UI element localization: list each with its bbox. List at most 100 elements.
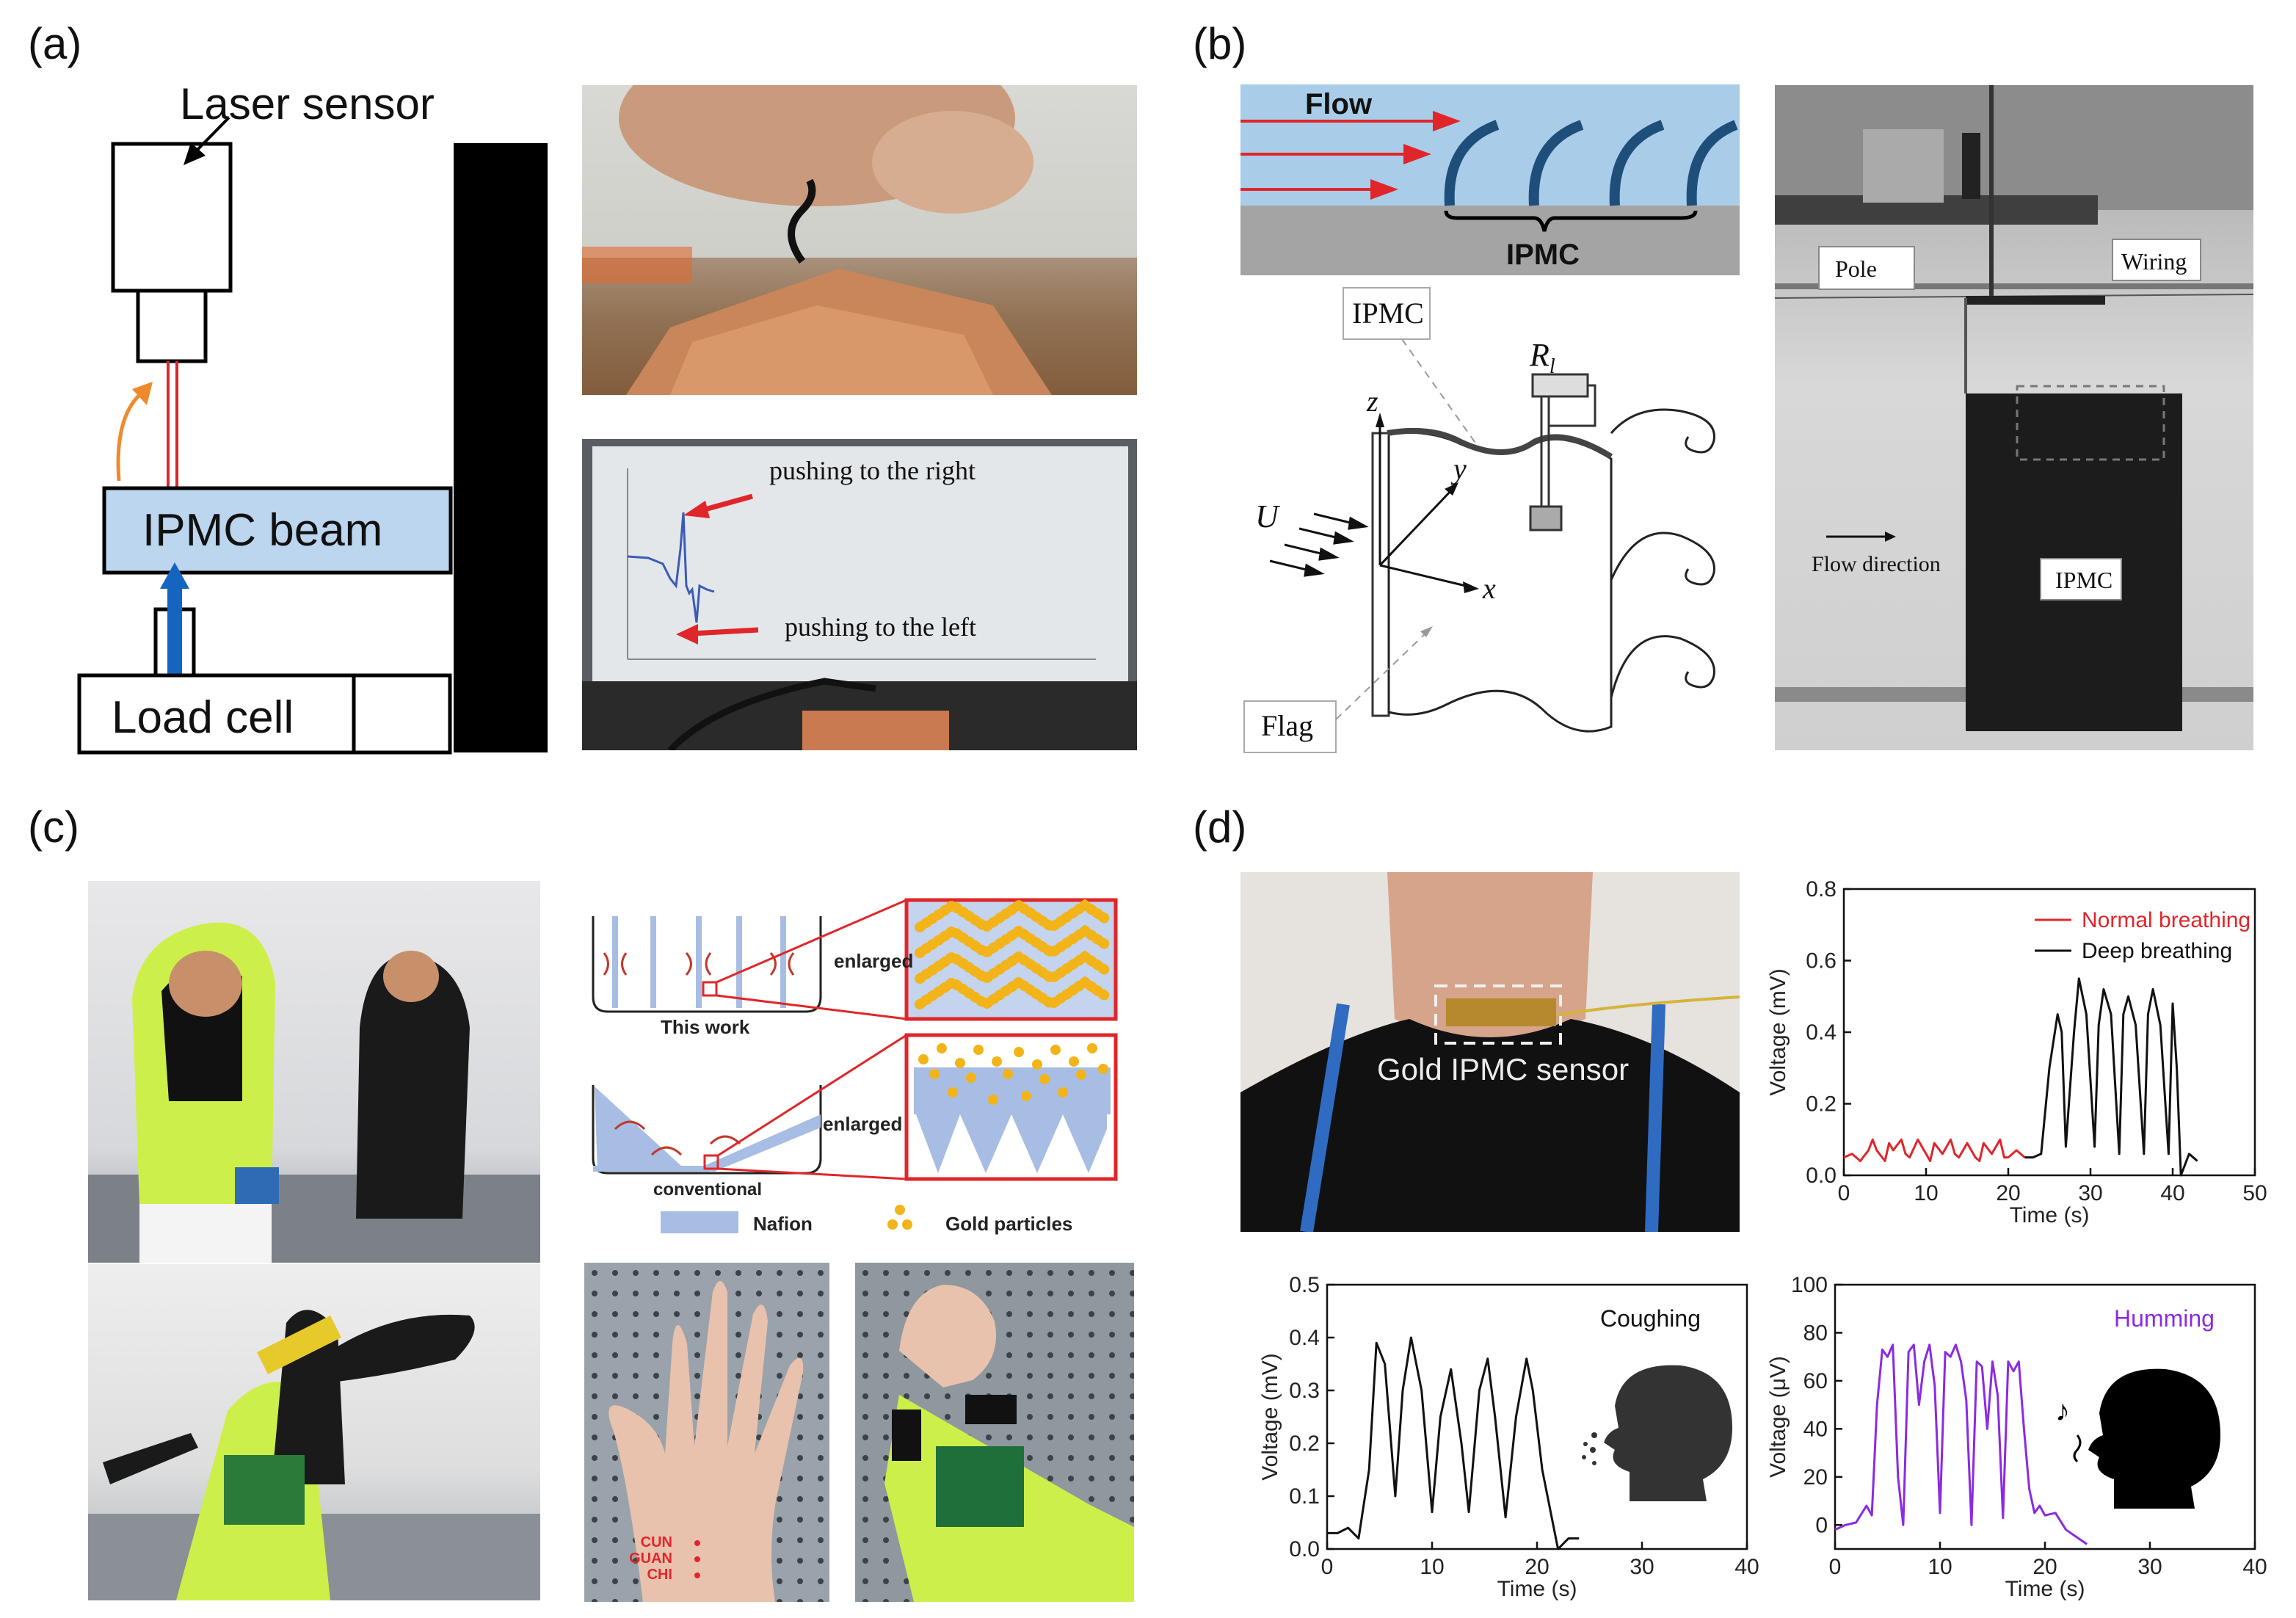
y-tick-label: 0.5 — [1289, 1273, 1320, 1297]
enlarged-label-1: enlarged — [834, 950, 913, 972]
y-tick-label: 0.6 — [1806, 949, 1837, 973]
flow-arrows — [1240, 111, 1461, 200]
y-tick-label: 0.0 — [1289, 1537, 1320, 1561]
axis-y-label: y — [1450, 452, 1467, 485]
wrist-point-cun: CUN — [640, 1534, 672, 1550]
ipmc-beam — [102, 486, 453, 575]
flag-label-box — [1243, 700, 1337, 753]
panel-b-label: (b) — [1193, 19, 1247, 68]
flag-diagram: IPMC Rl z y x U Flag — [1243, 287, 1715, 753]
wrist-point-dots — [694, 1540, 700, 1578]
enlarged-label-2: enlarged — [823, 1113, 902, 1135]
screen-plot-photo: pushing to the right pushing to the left — [582, 439, 1137, 750]
svg-text:♪: ♪ — [2055, 1395, 2070, 1427]
x-tick-label: 0 — [1838, 1181, 1850, 1205]
flow-direction-label: Flow direction — [1812, 552, 1941, 576]
laser-sensor-label: Laser sensor — [180, 79, 435, 128]
coughing-annotation: Coughing — [1600, 1305, 1701, 1332]
push-right-label: pushing to the right — [769, 456, 976, 485]
x-tick-label: 40 — [1734, 1555, 1759, 1579]
y-tick-label: 40 — [1803, 1417, 1828, 1441]
wiring-label: Wiring — [2121, 248, 2187, 275]
panel-c-label: (c) — [28, 802, 79, 852]
y-tick-label: 20 — [1803, 1465, 1828, 1490]
deflection-arrowhead — [132, 382, 153, 405]
x-axis-label: Time (s) — [2005, 1577, 2085, 1601]
x-tick-label: 50 — [2242, 1181, 2267, 1205]
x-tick-label: 0 — [1829, 1555, 1842, 1579]
x-tick-label: 10 — [1928, 1555, 1952, 1579]
gold-scatter — [918, 1043, 1108, 1105]
y-tick-label: 0.4 — [1289, 1326, 1320, 1350]
panel-a-diagram: Laser sensor IPMC beam Load cell — [77, 79, 548, 755]
x-tick-label: 20 — [1525, 1555, 1549, 1579]
legend-label: Deep breathing — [2082, 939, 2232, 963]
axis-z-label: z — [1366, 385, 1378, 418]
series-line — [2024, 977, 2198, 1177]
flag-tunnel-photo: Wiring Pole IPMC Flow direction — [1775, 85, 2253, 750]
flag-ipmc-label: IPMC — [1352, 297, 1424, 330]
series-line — [1843, 1138, 2026, 1162]
glove-photo-bottom — [88, 1264, 540, 1600]
y-tick-label: 80 — [1803, 1321, 1828, 1345]
x-tick-label: 10 — [1914, 1181, 1938, 1205]
flow-title: Flow — [1305, 88, 1373, 120]
push-left-label: pushing to the left — [785, 612, 976, 642]
vortices — [1610, 408, 1715, 698]
y-tick-label: 0.8 — [1806, 877, 1837, 901]
y-tick-label: 0.0 — [1806, 1164, 1837, 1188]
wrist-point-list: CUN GUAN CHI — [592, 1534, 672, 1583]
y-axis-label: Voltage (μV) — [1766, 1356, 1790, 1478]
panel-d-label: (d) — [1193, 802, 1247, 852]
support-wall — [454, 143, 548, 752]
y-axis-label: Voltage (mV) — [1766, 968, 1790, 1095]
x-tick-label: 30 — [2078, 1181, 2102, 1205]
gold-legend-label: Gold particles — [945, 1213, 1072, 1235]
humming-annotation: Humming — [2114, 1305, 2215, 1332]
x-tick-label: 20 — [2032, 1555, 2057, 1579]
x-tick-label: 10 — [1420, 1555, 1444, 1579]
deflection-arrow — [116, 387, 148, 482]
force-arrowhead — [160, 562, 189, 589]
wrist-point-guan: GUAN — [629, 1550, 672, 1567]
y-tick-label: 0.4 — [1806, 1020, 1837, 1045]
resistor — [1531, 373, 1589, 398]
y-tick-label: 0.2 — [1806, 1092, 1837, 1117]
flag-label: Flag — [1261, 709, 1313, 742]
ipmc-brace — [1444, 210, 1698, 232]
flag-surface — [1387, 431, 1613, 733]
y-tick-label: 0.3 — [1289, 1379, 1320, 1403]
series-line — [1327, 1336, 1580, 1550]
x-tick-label: 20 — [1996, 1181, 2020, 1205]
x-axis-label: Time (s) — [1497, 1577, 1577, 1601]
gold-legend-swatch — [887, 1205, 912, 1230]
wrist-photo: CUN GUAN CHI — [584, 1263, 829, 1602]
ipmc-fins — [1444, 120, 1738, 206]
y-tick-label: 0 — [1815, 1513, 1828, 1537]
flow-diagram: Flow IPMC — [1240, 84, 1740, 275]
coughing-head-icon — [1582, 1365, 1732, 1501]
y-tick-label: 0.2 — [1289, 1432, 1320, 1456]
ipmc-beam-label: IPMC beam — [142, 505, 382, 556]
velocity-label: U — [1255, 498, 1281, 534]
x-tick-label: 30 — [1630, 1555, 1654, 1579]
y-tick-label: 0.1 — [1289, 1484, 1320, 1509]
laser-sensor-body — [111, 142, 233, 363]
x-tick-label: 0 — [1321, 1555, 1334, 1579]
x-tick-label: 40 — [2242, 1555, 2267, 1579]
finger-press-photo — [582, 85, 1137, 395]
axis-x-label: x — [1482, 572, 1496, 605]
x-tick-label: 30 — [2137, 1555, 2162, 1579]
flow-ipmc-label: IPMC — [1506, 239, 1580, 271]
humming-head-icon: ♪ — [2055, 1368, 2220, 1509]
x-axis-label: Time (s) — [2010, 1203, 2090, 1227]
velocity-arrows — [1269, 512, 1369, 577]
y-axis-label: Voltage (mV) — [1258, 1353, 1282, 1480]
series-line — [1834, 1343, 2088, 1545]
load-cell — [77, 673, 452, 755]
electrode-schematic: enlarged This work enlarged conventional… — [592, 898, 1118, 1235]
flag-ipmc-box — [1343, 287, 1431, 340]
